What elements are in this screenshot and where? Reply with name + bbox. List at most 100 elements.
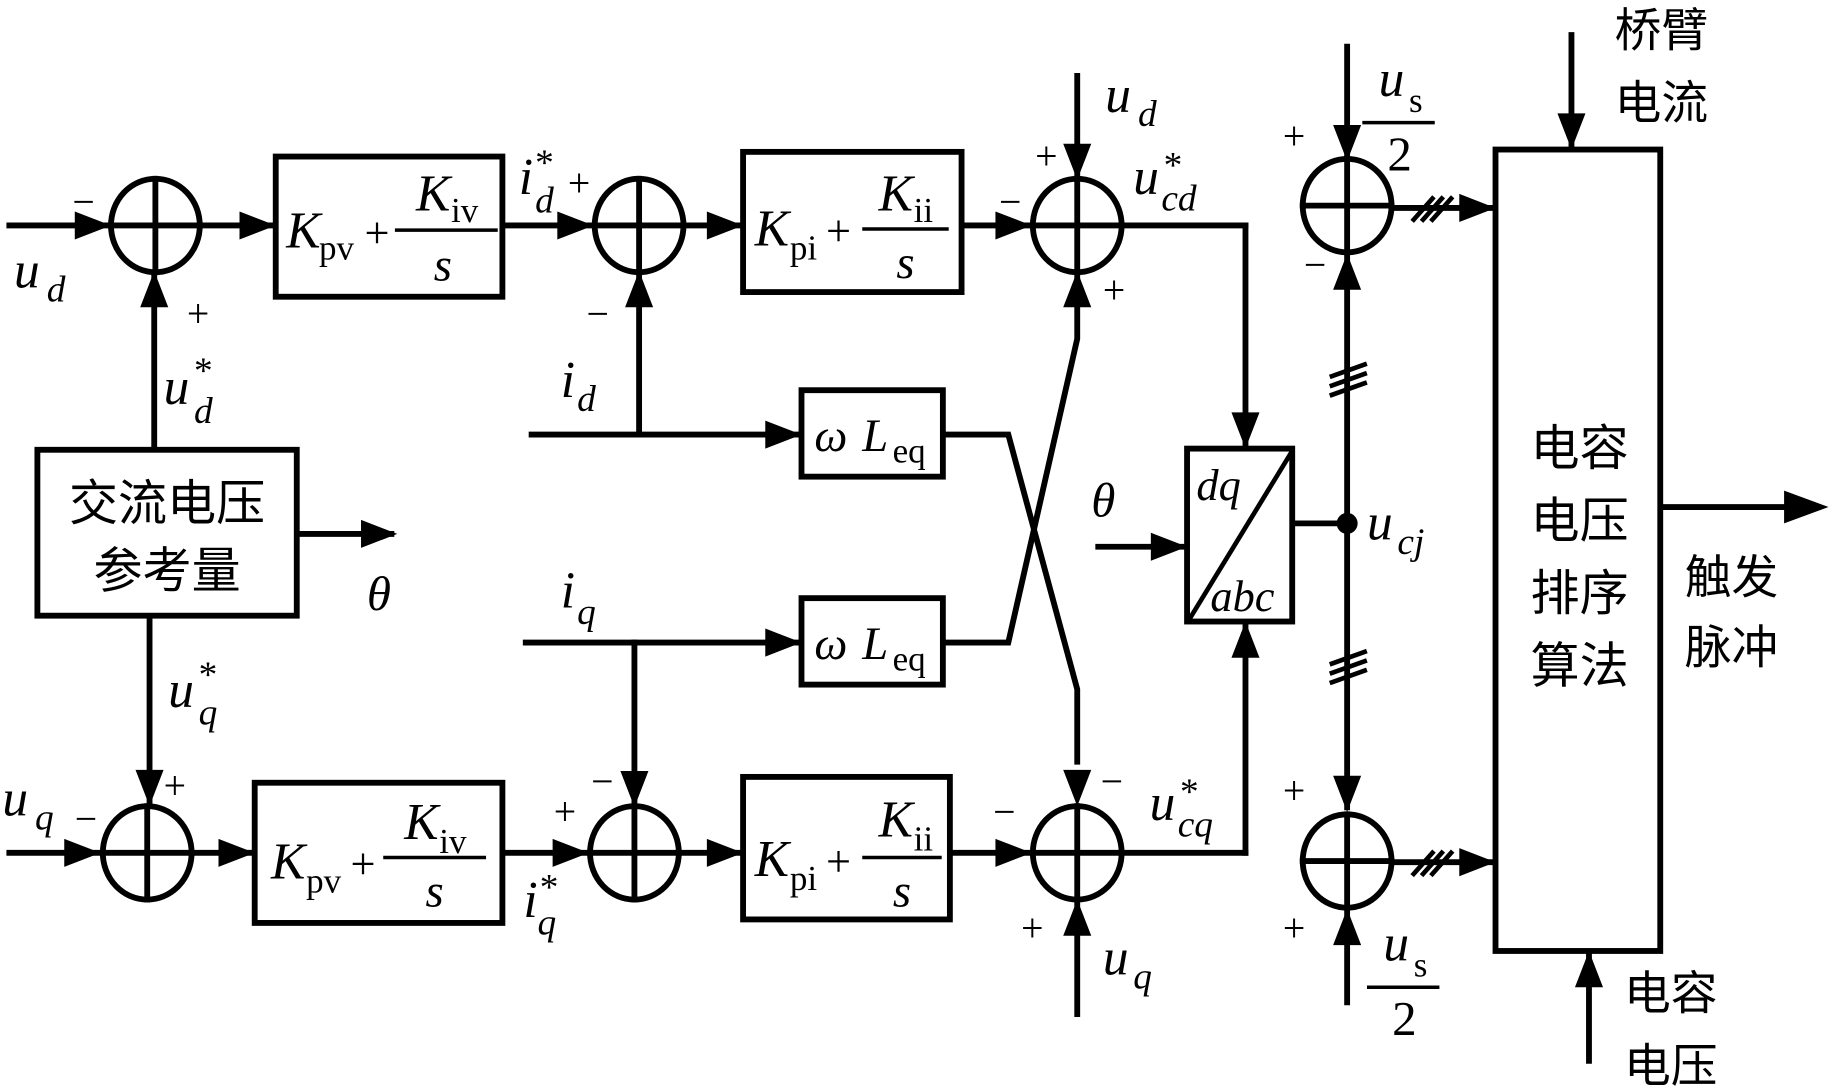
arrow-icon bbox=[706, 838, 744, 867]
label-us-half-top: u s 2 bbox=[1362, 51, 1435, 182]
svg-text:*: * bbox=[1164, 146, 1183, 187]
svg-text:2: 2 bbox=[1387, 127, 1412, 182]
arrow-icon bbox=[1063, 143, 1092, 180]
plus-sign: + bbox=[164, 764, 186, 808]
label-iq: i q bbox=[561, 563, 596, 633]
gain-symbol: K bbox=[754, 200, 792, 257]
label-capacitor-voltage: 电容 电压 bbox=[1624, 967, 1717, 1090]
gain-subscript: pv bbox=[306, 862, 342, 901]
label-ucq-ref: u * cq bbox=[1150, 772, 1213, 846]
gain-symbol: K bbox=[754, 831, 792, 888]
plus-sign: + bbox=[826, 836, 851, 886]
sum-junction-ucd bbox=[1029, 175, 1125, 276]
triple-slash-icon bbox=[1410, 849, 1455, 878]
label-arm-current: 桥臂 电流 bbox=[1615, 5, 1708, 131]
svg-text:d: d bbox=[1138, 94, 1157, 135]
arrow-icon bbox=[135, 769, 164, 807]
label-ud-input: u d bbox=[14, 242, 66, 310]
svg-text:*: * bbox=[1180, 772, 1199, 813]
svg-text:u: u bbox=[14, 242, 40, 299]
arrow-icon bbox=[557, 211, 594, 240]
svg-text:电容: 电容 bbox=[1624, 967, 1717, 1021]
svg-text:u: u bbox=[1133, 149, 1159, 206]
transform-from-label: dq bbox=[1196, 460, 1240, 510]
svg-text:电流: 电流 bbox=[1615, 77, 1708, 131]
arrow-icon bbox=[1784, 490, 1829, 524]
svg-text:脉冲: 脉冲 bbox=[1685, 622, 1778, 676]
gain-subscript: ii bbox=[914, 820, 934, 859]
arrow-icon bbox=[1231, 412, 1260, 449]
svg-text:i: i bbox=[523, 872, 537, 929]
label-iq-ref: i * q bbox=[523, 868, 558, 944]
svg-text:*: * bbox=[540, 868, 559, 909]
sum-junction-id bbox=[591, 175, 687, 276]
plus-sign: + bbox=[554, 790, 576, 834]
svg-text:q: q bbox=[577, 592, 596, 633]
label-ucj: u cj bbox=[1367, 495, 1424, 563]
dq-abc-transform-block: dq abc bbox=[1184, 445, 1296, 625]
arrow-icon bbox=[1333, 125, 1362, 162]
gain-subscript: iv bbox=[451, 191, 479, 230]
arrow-icon bbox=[74, 211, 111, 240]
svg-text:2: 2 bbox=[1392, 991, 1417, 1046]
svg-text:u: u bbox=[2, 770, 28, 827]
svg-text:u: u bbox=[1383, 915, 1409, 972]
minus-sign: − bbox=[72, 180, 94, 224]
arrow-icon bbox=[218, 838, 255, 867]
label-uq-ref: u * q bbox=[168, 655, 217, 733]
arrow-icon bbox=[765, 628, 802, 657]
omega-symbol: ω bbox=[814, 410, 847, 462]
laplace-s: s bbox=[426, 866, 444, 918]
plus-sign: + bbox=[1021, 907, 1043, 951]
sum-junction-iq bbox=[587, 803, 682, 903]
label-id: i d bbox=[561, 352, 596, 420]
svg-text:cq: cq bbox=[1178, 804, 1213, 845]
gain-subscript: pv bbox=[319, 228, 355, 267]
label-id-ref: i * d bbox=[519, 143, 554, 221]
gain-symbol: K bbox=[270, 834, 308, 891]
gain-symbol: K bbox=[878, 791, 916, 848]
plus-sign: + bbox=[1283, 115, 1305, 159]
minus-sign: − bbox=[1304, 243, 1326, 287]
block-label: 电压 bbox=[1531, 491, 1629, 549]
plus-sign: + bbox=[1283, 769, 1305, 813]
arrow-icon bbox=[1063, 271, 1092, 308]
arrow-icon bbox=[1459, 848, 1496, 877]
minus-sign: − bbox=[75, 797, 97, 841]
gain-symbol: K bbox=[878, 165, 916, 222]
arrow-icon bbox=[1231, 621, 1260, 658]
arrowheads bbox=[64, 113, 1829, 988]
svg-text:d: d bbox=[577, 379, 596, 420]
inductance-subscript: eq bbox=[893, 640, 926, 679]
block-label: 排序 bbox=[1531, 564, 1629, 622]
arrow-icon bbox=[1557, 113, 1586, 150]
block-label: 电容 bbox=[1531, 419, 1629, 477]
pi-current-d-block: K pi + K ii s bbox=[740, 148, 965, 295]
junction-dot bbox=[1336, 512, 1358, 534]
triple-slash-icon bbox=[1410, 195, 1455, 223]
svg-text:u: u bbox=[1379, 51, 1405, 108]
omega-symbol: ω bbox=[814, 618, 847, 670]
label-trigger-pulse: 触发 脉冲 bbox=[1685, 551, 1778, 675]
label-uq-input: u q bbox=[2, 770, 53, 838]
plus-sign: + bbox=[351, 839, 376, 889]
arrow-icon bbox=[239, 211, 276, 240]
minus-sign: − bbox=[993, 790, 1015, 834]
three-phase-markers bbox=[1328, 195, 1455, 878]
svg-text:q: q bbox=[35, 797, 54, 838]
inductance-symbol: L bbox=[861, 618, 888, 670]
minus-sign: − bbox=[1101, 759, 1123, 803]
pi-voltage-q-block: K pv + K iv s bbox=[251, 779, 506, 926]
plus-sign: + bbox=[1103, 269, 1125, 313]
pi-voltage-d-block: K pv + K iv s bbox=[272, 153, 506, 300]
omega-l-q-block: ω L eq bbox=[798, 595, 946, 688]
gain-symbol: K bbox=[285, 203, 323, 260]
triple-slash-icon bbox=[1328, 361, 1368, 398]
minus-sign: − bbox=[587, 292, 609, 336]
gain-symbol: K bbox=[403, 794, 441, 851]
triple-slash-icon bbox=[1328, 648, 1368, 686]
arrow-icon bbox=[620, 771, 649, 808]
svg-text:触发: 触发 bbox=[1685, 551, 1778, 605]
svg-text:u: u bbox=[164, 359, 190, 416]
